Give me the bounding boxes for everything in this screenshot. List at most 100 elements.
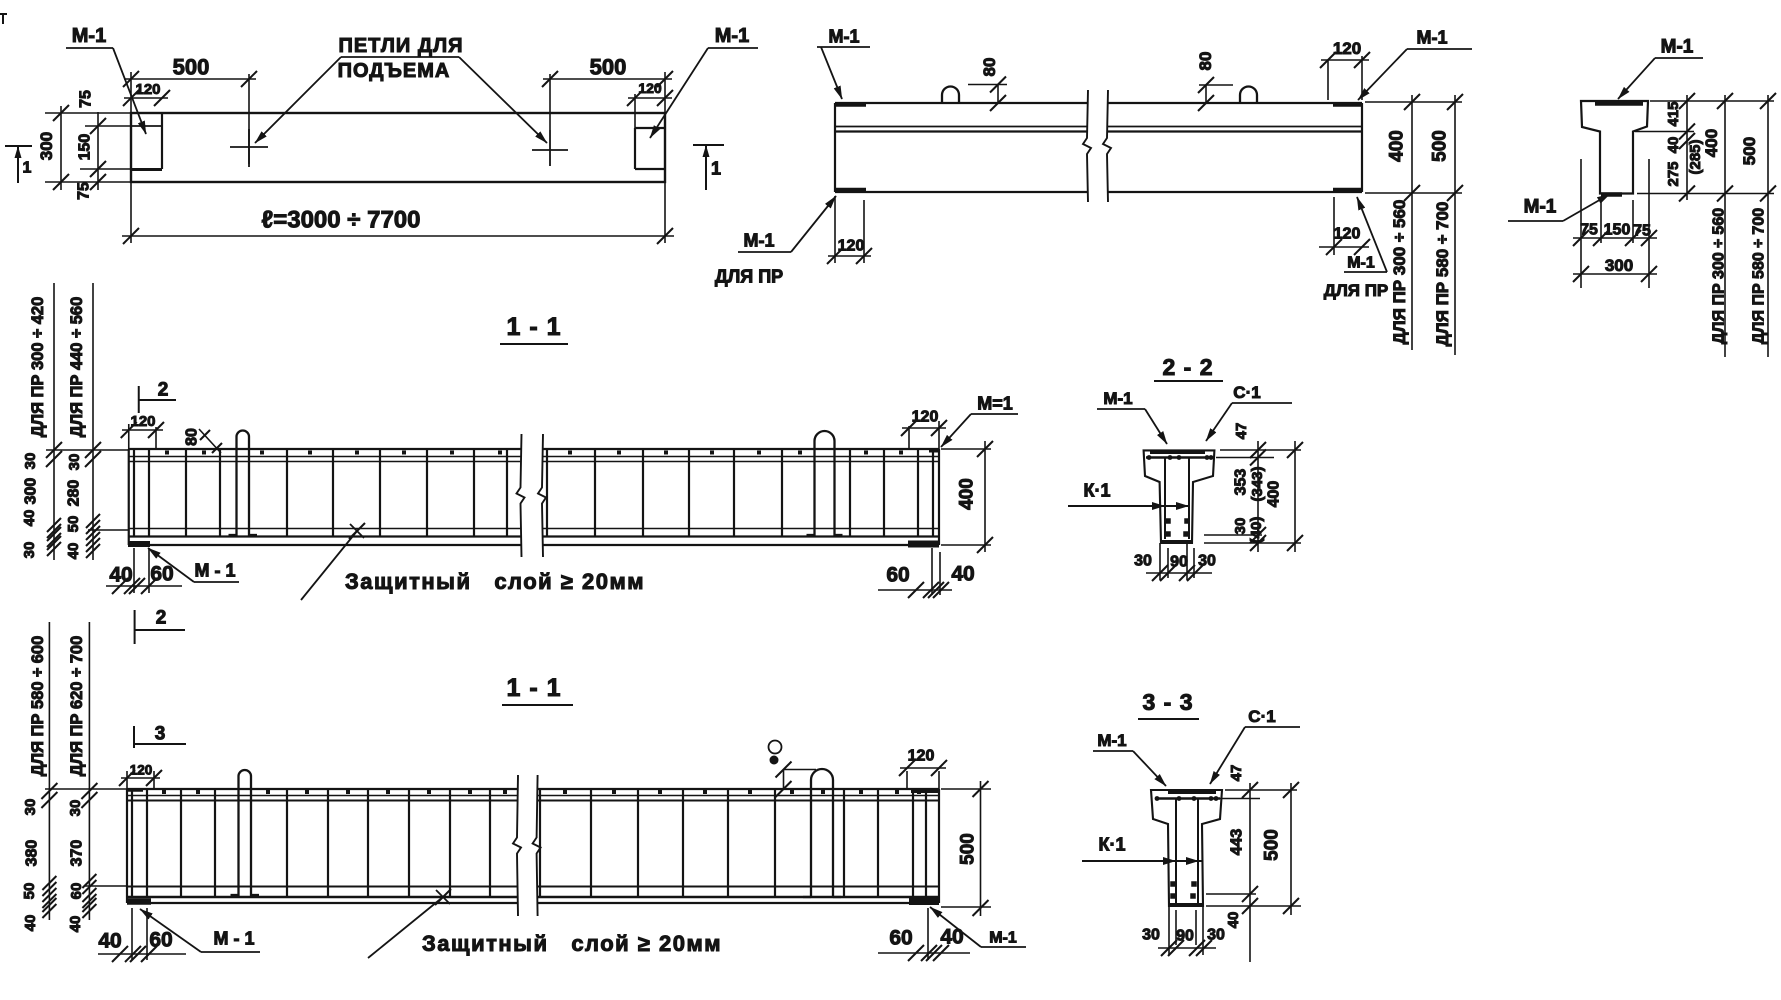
svg-text:500: 500 xyxy=(173,55,210,80)
svg-text:300: 300 xyxy=(23,478,40,505)
svg-text:500: 500 xyxy=(1430,130,1451,162)
svg-text:60: 60 xyxy=(886,563,909,586)
svg-text:353: 353 xyxy=(1233,469,1250,496)
svg-text:1: 1 xyxy=(711,158,721,178)
svg-text:М - 1: М - 1 xyxy=(194,560,235,580)
svg-text:(285): (285) xyxy=(1687,139,1704,174)
svg-text:2 - 2: 2 - 2 xyxy=(1162,354,1213,380)
svg-text:М-1: М-1 xyxy=(1661,37,1694,58)
svg-text:443: 443 xyxy=(1229,829,1246,856)
svg-text:1: 1 xyxy=(23,160,32,177)
svg-text:ДЛЯ ПР 580 ÷ 600: ДЛЯ ПР 580 ÷ 600 xyxy=(29,636,47,777)
svg-text:М-1: М-1 xyxy=(1103,389,1132,408)
svg-text:3 - 3: 3 - 3 xyxy=(1142,689,1193,715)
svg-text:30: 30 xyxy=(1198,553,1216,570)
svg-text:75: 75 xyxy=(1580,222,1598,239)
svg-text:М=1: М=1 xyxy=(977,393,1013,413)
svg-text:120: 120 xyxy=(912,409,939,426)
svg-text:40: 40 xyxy=(98,929,121,952)
svg-text:40: 40 xyxy=(940,925,963,948)
svg-text:3: 3 xyxy=(155,724,166,745)
svg-text:80: 80 xyxy=(1196,52,1215,71)
svg-text:400: 400 xyxy=(1702,129,1721,157)
svg-text:Защитный слой ≥ 20мм: Защитный слой ≥ 20мм xyxy=(345,569,645,594)
svg-text:ДЛЯ ПР 300 ÷ 560: ДЛЯ ПР 300 ÷ 560 xyxy=(1390,200,1409,345)
svg-text:Защитный слой ≥ 20мм: Защитный слой ≥ 20мм xyxy=(422,931,722,956)
svg-text:50: 50 xyxy=(65,516,82,533)
svg-text:400: 400 xyxy=(957,478,978,510)
svg-text:47: 47 xyxy=(1228,765,1245,782)
svg-text:2: 2 xyxy=(156,608,167,629)
svg-text:М-1: М-1 xyxy=(829,26,860,46)
svg-text:275: 275 xyxy=(1665,161,1682,186)
svg-text:30: 30 xyxy=(66,454,83,471)
svg-text:120: 120 xyxy=(908,748,935,765)
svg-text:370: 370 xyxy=(69,840,86,867)
svg-text:ДЛЯ ПР: ДЛЯ ПР xyxy=(715,266,783,286)
svg-text:60: 60 xyxy=(149,928,172,951)
svg-text:40: 40 xyxy=(951,562,974,585)
svg-text:500: 500 xyxy=(1740,137,1759,165)
svg-text:90: 90 xyxy=(1170,554,1188,571)
svg-text:ДЛЯ ПР 580 ÷ 700: ДЛЯ ПР 580 ÷ 700 xyxy=(1433,202,1452,347)
svg-text:2: 2 xyxy=(158,380,169,401)
svg-text:400: 400 xyxy=(1266,481,1283,508)
svg-text:120: 120 xyxy=(135,81,160,98)
svg-text:1 - 1: 1 - 1 xyxy=(506,313,561,341)
svg-text:М-1: М-1 xyxy=(989,930,1017,947)
svg-text:120: 120 xyxy=(638,80,662,96)
svg-text:30: 30 xyxy=(1134,553,1152,570)
svg-text:80: 80 xyxy=(184,428,201,446)
svg-text:90: 90 xyxy=(1176,928,1194,945)
svg-text:30: 30 xyxy=(1142,927,1160,944)
svg-text:М-1: М-1 xyxy=(1347,255,1375,272)
svg-text:40: 40 xyxy=(22,915,39,932)
svg-text:30: 30 xyxy=(22,799,39,816)
svg-text:80: 80 xyxy=(980,58,999,77)
svg-text:ℓ=3000 ÷ 7700: ℓ=3000 ÷ 7700 xyxy=(261,206,420,233)
svg-text:60: 60 xyxy=(68,883,85,900)
svg-text:М-1: М-1 xyxy=(744,230,775,250)
svg-text:(343): (343) xyxy=(1249,466,1266,501)
svg-text:500: 500 xyxy=(1262,829,1283,861)
svg-text:М-1: М-1 xyxy=(715,25,749,47)
svg-text:75: 75 xyxy=(78,90,95,108)
svg-text:500: 500 xyxy=(590,55,627,80)
svg-text:ПОДЪЕМА: ПОДЪЕМА xyxy=(338,60,451,82)
svg-text:40: 40 xyxy=(65,543,82,560)
svg-text:120: 120 xyxy=(130,413,155,430)
svg-text:75: 75 xyxy=(1633,223,1651,240)
svg-text:М-1: М-1 xyxy=(1417,27,1448,47)
svg-text:М-1: М-1 xyxy=(72,25,106,47)
svg-text:415: 415 xyxy=(1665,101,1682,126)
svg-text:ДЛЯ ПР 300 ÷ 420: ДЛЯ ПР 300 ÷ 420 xyxy=(29,297,47,438)
svg-text:ПЕТЛИ ДЛЯ: ПЕТЛИ ДЛЯ xyxy=(338,35,463,57)
svg-text:400: 400 xyxy=(1387,130,1408,162)
svg-text:300: 300 xyxy=(37,132,56,160)
svg-text:280: 280 xyxy=(66,480,83,507)
svg-text:40: 40 xyxy=(1665,137,1682,154)
svg-text:500: 500 xyxy=(958,833,979,865)
svg-text:1 - 1: 1 - 1 xyxy=(506,674,561,702)
svg-text:47: 47 xyxy=(1233,423,1250,440)
svg-text:К·1: К·1 xyxy=(1099,834,1126,854)
svg-text:75: 75 xyxy=(76,182,93,200)
svg-text:40: 40 xyxy=(67,916,84,933)
svg-text:С·1: С·1 xyxy=(1233,383,1260,402)
svg-text:ДЛЯ ПР 300 ÷ 560: ДЛЯ ПР 300 ÷ 560 xyxy=(1711,208,1728,344)
svg-text:60: 60 xyxy=(889,926,912,949)
svg-text:30: 30 xyxy=(1232,518,1249,535)
svg-text:С·1: С·1 xyxy=(1248,707,1275,726)
svg-text:30: 30 xyxy=(22,453,39,470)
svg-text:120: 120 xyxy=(130,763,153,778)
svg-text:М-1: М-1 xyxy=(1097,731,1126,750)
svg-text:М - 1: М - 1 xyxy=(213,928,254,948)
svg-text:380: 380 xyxy=(24,840,41,867)
svg-text:40: 40 xyxy=(109,563,132,586)
svg-text:120: 120 xyxy=(1333,39,1361,58)
svg-text:150: 150 xyxy=(77,134,94,161)
svg-text:М-1: М-1 xyxy=(1524,197,1557,218)
svg-text:(40): (40) xyxy=(1248,517,1265,544)
svg-text:ДЛЯ ПР 580 ÷ 700: ДЛЯ ПР 580 ÷ 700 xyxy=(1751,208,1768,344)
svg-text:60: 60 xyxy=(150,562,173,585)
